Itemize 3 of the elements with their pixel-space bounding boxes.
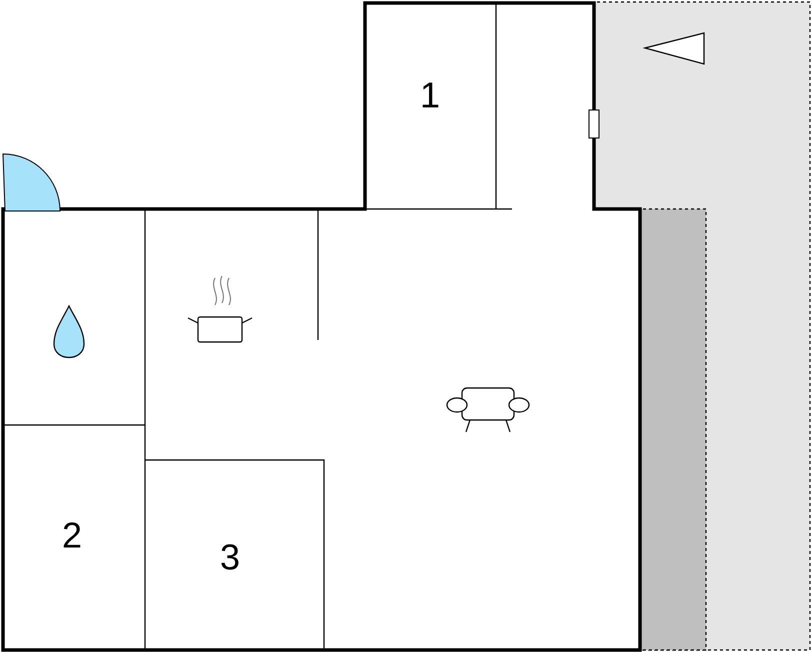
room-number: 3 [221, 544, 238, 570]
room-number: 1 [422, 82, 438, 108]
room-number: 2 [64, 522, 80, 548]
